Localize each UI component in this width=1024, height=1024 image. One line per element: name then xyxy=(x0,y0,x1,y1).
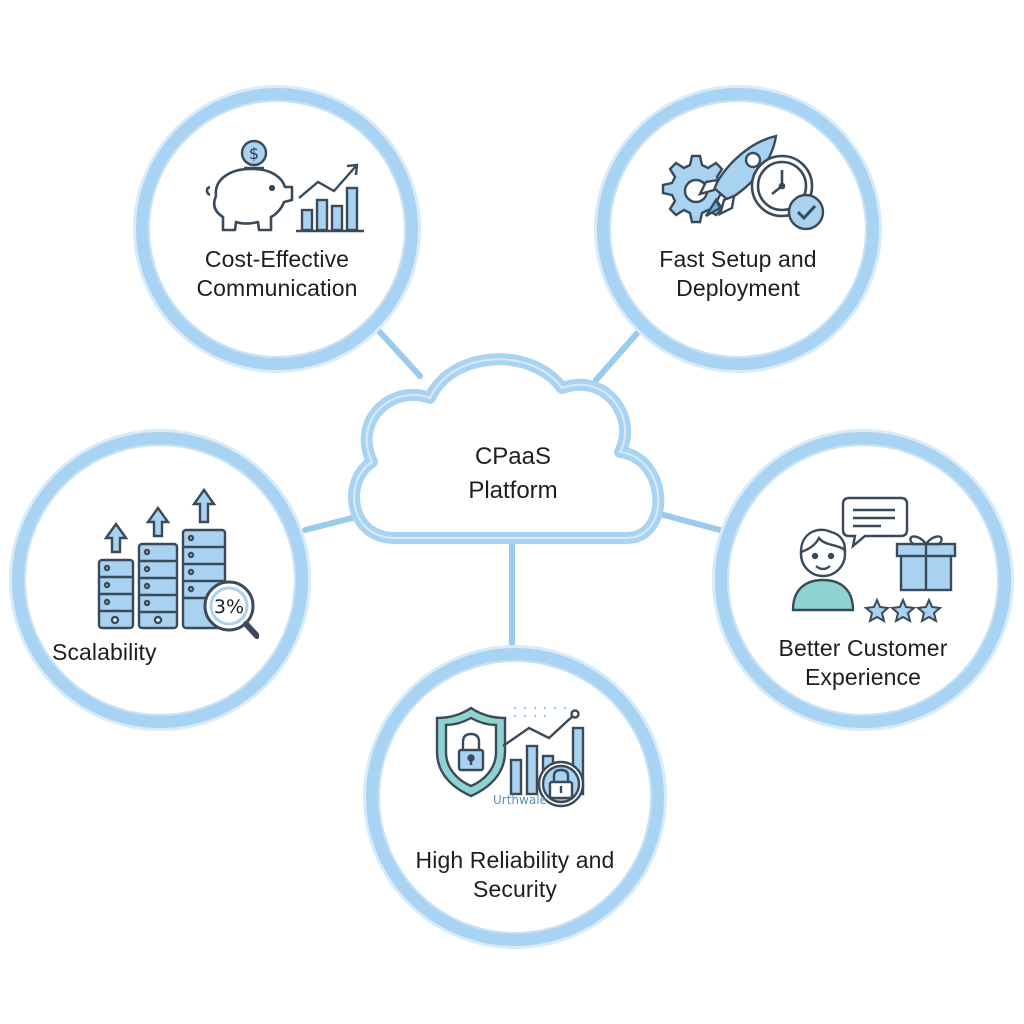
benefit-reliability-security: Urthwale High Reliability and Security xyxy=(366,648,664,946)
benefit-fast-label: Fast Setup and Deployment xyxy=(609,245,867,303)
svg-text:$: $ xyxy=(249,144,259,163)
benefit-high-label: High Reliability and Security xyxy=(378,846,652,904)
check-badge-icon xyxy=(787,193,825,231)
star-icon xyxy=(863,597,943,624)
icon-caption: Urthwale xyxy=(493,793,547,807)
magnifier-badge: 3% xyxy=(214,596,244,618)
connector-better xyxy=(657,511,723,533)
gift-icon xyxy=(895,535,957,592)
connector-cost xyxy=(375,327,423,379)
scale-icon-group: 3% xyxy=(97,487,259,639)
better-icon-group xyxy=(791,496,957,624)
benefit-scalability: 3% Scalability xyxy=(12,432,308,728)
high-label-line1: High Reliability and xyxy=(415,847,615,873)
benefit-fast-setup: Fast Setup and Deployment xyxy=(597,88,879,370)
scale-label-line1: Scalability xyxy=(52,639,157,665)
cost-icon-group: $ xyxy=(205,139,364,233)
connector-fast xyxy=(593,327,643,383)
benefit-cost-label: Cost-Effective Communication xyxy=(148,245,406,303)
growth-chart-icon xyxy=(296,163,364,233)
hub-label: CPaaS Platform xyxy=(418,440,608,508)
high-label-line2: Security xyxy=(473,876,557,902)
piggy-bank-icon xyxy=(205,167,294,232)
benefit-better-label: Better Customer Experience xyxy=(727,634,999,692)
hub-label-line2: Platform xyxy=(468,477,558,504)
rocket-icon xyxy=(697,134,778,218)
cost-label-line1: Cost-Effective xyxy=(204,246,350,272)
benefit-customer-experience: Better Customer Experience xyxy=(715,432,1011,728)
better-label-line1: Better Customer xyxy=(778,635,948,661)
shield-lock-icon xyxy=(435,706,507,798)
coin-icon: $ xyxy=(240,139,268,170)
magnifier-icon: 3% xyxy=(203,580,259,639)
person-icon xyxy=(791,528,855,612)
clock-icon xyxy=(750,154,814,218)
fast-label-line2: Deployment xyxy=(676,275,800,301)
chat-bubble-icon xyxy=(841,496,909,550)
padlock-icon xyxy=(537,760,585,808)
benefit-cost-effective: $ Cost-Effective Communication xyxy=(136,88,418,370)
benefit-scale-label: Scalability xyxy=(52,638,157,667)
dot-grid xyxy=(513,706,567,718)
cost-label-line2: Communication xyxy=(196,275,358,301)
fast-icon-group xyxy=(661,134,825,231)
high-icon-group xyxy=(435,706,585,808)
up-arrow-icon xyxy=(103,487,217,554)
connector-scale xyxy=(302,513,363,533)
fast-label-line1: Fast Setup and xyxy=(659,246,817,272)
better-label-line2: Experience xyxy=(804,664,922,690)
hub-label-line1: CPaaS xyxy=(474,443,552,470)
